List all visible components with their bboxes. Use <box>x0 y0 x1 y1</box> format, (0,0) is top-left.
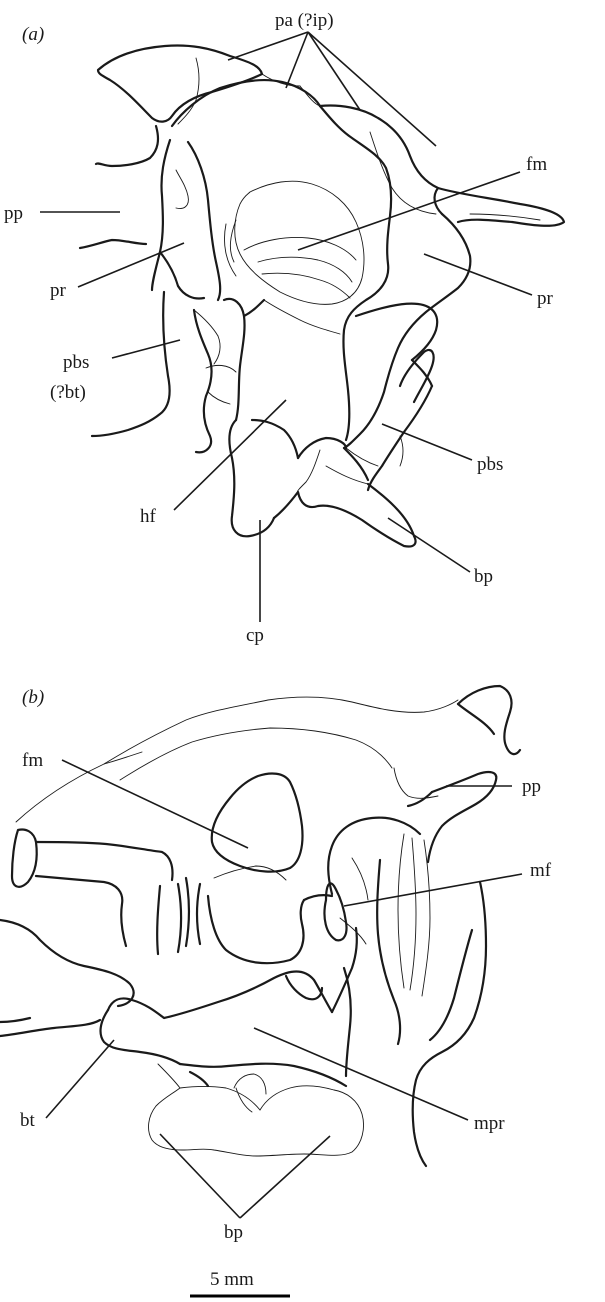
scale-bar-label: 5 mm <box>210 1269 254 1290</box>
label-pp-a: pp <box>4 203 23 224</box>
label-pbs-right: pbs <box>477 454 503 475</box>
panel-a-specimen-drawing <box>78 44 566 548</box>
label-mf: mf <box>530 860 552 881</box>
panel-a-leader-lines <box>40 31 533 622</box>
panel-b-leader-lines <box>45 759 523 1219</box>
panel-a-labels: pa (?ip) fm pp pr pr pbs (?bt) pbs hf bp… <box>4 10 554 646</box>
panel-a-label: (a) <box>22 24 44 45</box>
label-fm-a: fm <box>526 154 547 175</box>
panel-b-labels: fm pp mf bt mpr bp <box>20 750 552 1243</box>
panel-a: (a) <box>4 10 566 646</box>
label-pp-b: pp <box>522 776 541 797</box>
label-pbs-left: pbs <box>63 352 89 373</box>
label-hf: hf <box>140 506 157 527</box>
label-pbs-left-alt: (?bt) <box>50 382 86 403</box>
panel-b: (b) <box>0 684 552 1243</box>
panel-b-label: (b) <box>22 687 44 708</box>
label-pr-right: pr <box>537 288 554 309</box>
label-pa-ip: pa (?ip) <box>275 10 334 31</box>
label-mpr: mpr <box>474 1113 505 1134</box>
label-pr-left: pr <box>50 280 67 301</box>
panel-b-specimen-drawing <box>0 684 522 1168</box>
label-bt: bt <box>20 1110 36 1131</box>
scale-bar: 5 mm <box>190 1269 290 1298</box>
label-bp-a: bp <box>474 566 493 587</box>
label-bp-b: bp <box>224 1222 243 1243</box>
label-cp: cp <box>246 625 264 646</box>
label-fm-b: fm <box>22 750 43 771</box>
